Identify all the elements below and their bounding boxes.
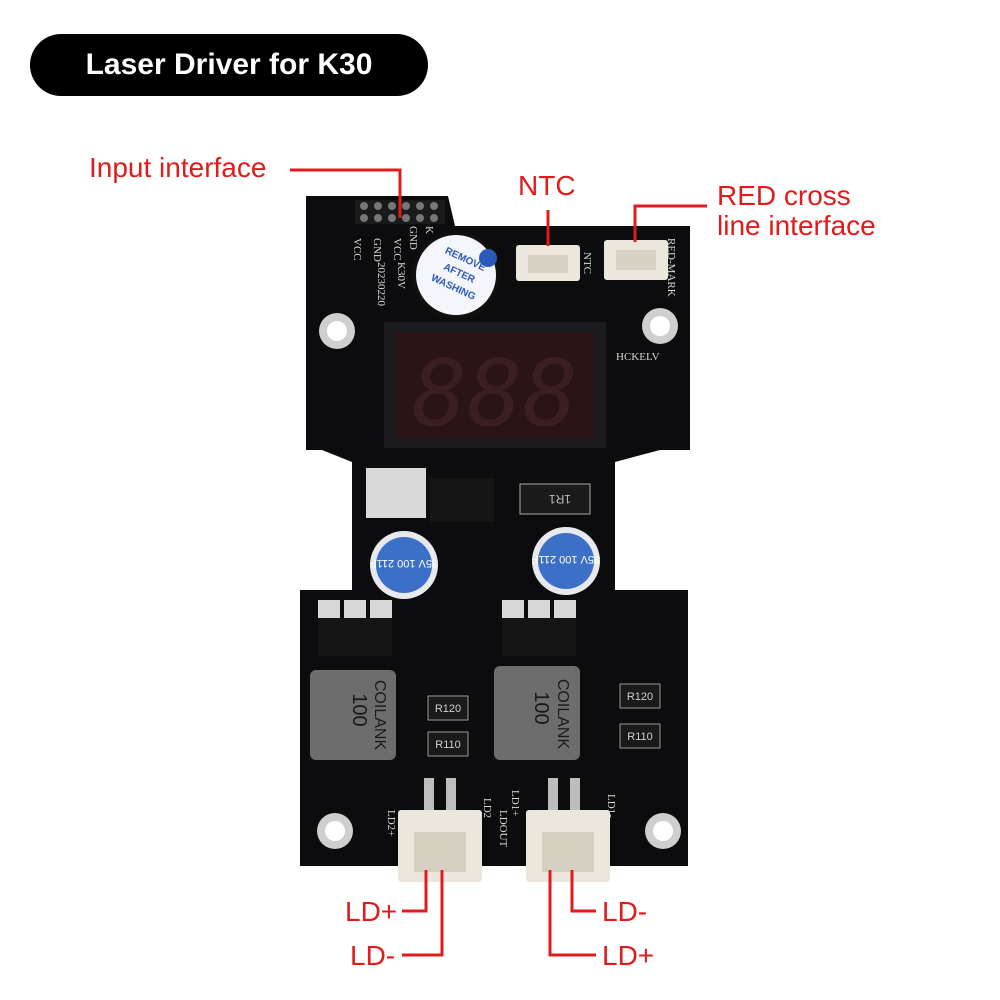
svg-text:100: 100 [530,691,552,724]
leader-ld-plus-right [548,870,596,957]
ntc-connector [516,245,580,281]
svg-text:COILANK: COILANK [554,679,571,750]
silk-pin-vcc2: VCC [391,238,403,261]
title-badge: Laser Driver for K30 [30,34,428,96]
svg-text:1R1: 1R1 [549,492,571,506]
silk-brand: HCKELV [616,351,660,363]
silk-pin-gnd: GND [371,238,383,262]
resistor-1r1: 1R1 [519,483,591,515]
inductor-right: 100 COILANK [494,666,580,760]
mounting-hole-top-left [319,313,355,349]
callout-ld-plus-right: LD+ [602,940,655,971]
capacitor-right: 35V 100 211F [532,527,601,595]
leader-ld-plus-left [402,870,428,913]
svg-text:35V 100 211F: 35V 100 211F [532,553,601,565]
silk-pin-gnd2: GND [407,226,419,250]
silk-k30: K30V [395,262,407,289]
silk-ld2: LD2 [481,798,493,818]
callout-ld-minus-left: LD- [350,940,396,971]
ld-connector-right [526,778,610,882]
leader-red-cross [633,204,707,242]
res-r110-left: R110 [435,739,460,751]
silk-ntc: NTC [581,252,593,274]
callout-ld-plus-left: LD+ [345,896,398,927]
buzzer: REMOVE AFTER WASHING [412,231,500,319]
silk-ld1-plus: LD1+ [509,790,521,816]
res-r120-left: R120 [435,703,461,715]
svg-text:COILANK: COILANK [371,680,388,751]
capacitor-left: 35V 100 211F [370,531,439,599]
seven-segment-display: 888 [384,322,606,448]
silk-ldout: LDOUT [497,810,509,848]
regulator [366,468,426,518]
res-r110-right: R110 [627,731,652,743]
callout-ld-minus-right: LD- [602,896,648,927]
leader-ld-minus-right [570,870,596,913]
callout-red-cross-2: line interface [717,210,876,241]
svg-text:100: 100 [348,693,370,726]
res-r120-right: R120 [627,691,653,703]
leader-input-interface [290,168,402,218]
mounting-hole-top-right [642,308,678,344]
pcb-outline [300,196,690,866]
svg-text:35V 100 211F: 35V 100 211F [370,557,439,569]
mounting-hole-bottom-left [317,813,353,849]
red-mark-connector [604,240,668,280]
silk-pin-k: K [423,226,435,234]
silk-pin-vcc: VCC [351,238,363,261]
mosfet-row-left [318,600,392,656]
leader-ld-minus-left [402,870,444,957]
silk-ld2-plus: LD2+ [385,810,397,836]
inductor-left: 100 COILANK [310,670,396,760]
mosfet-row-right [502,600,576,656]
silk-date-code: 20230220 [375,262,387,307]
callout-input-interface: Input interface [89,152,267,183]
display-digits: 888 [412,340,578,447]
callout-ntc: NTC [518,170,576,201]
callout-red-cross-1: RED cross [717,180,851,211]
ld-connector-left [398,778,482,882]
mounting-hole-bottom-right [645,813,681,849]
